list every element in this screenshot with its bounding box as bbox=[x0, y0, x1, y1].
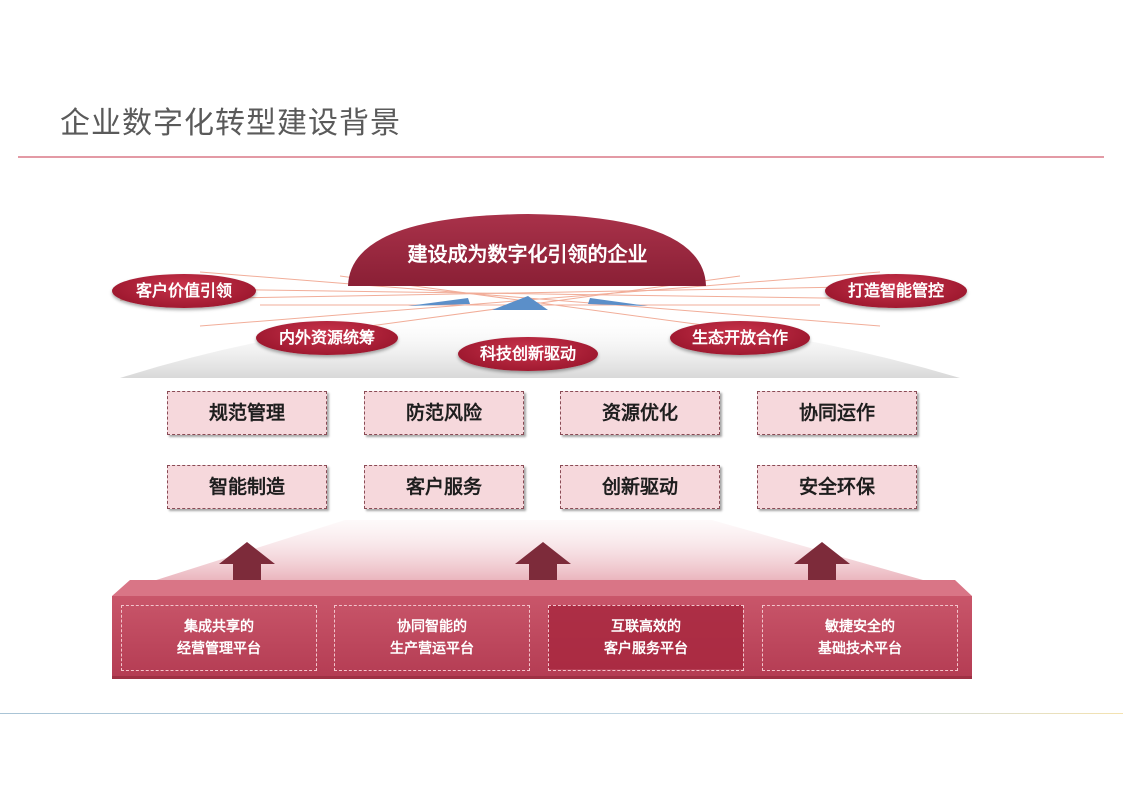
footer-divider bbox=[0, 713, 1123, 714]
page-title: 企业数字化转型建设背景 bbox=[60, 106, 401, 141]
base-shadow bbox=[112, 676, 972, 679]
platform-production: 协同智能的 生产营运平台 bbox=[334, 605, 530, 671]
goal-label: 建设成为数字化引领的企业 bbox=[407, 242, 648, 266]
platform-line2: 基础技术平台 bbox=[818, 641, 902, 657]
platform-technology: 敏捷安全的 基础技术平台 bbox=[762, 605, 958, 671]
capability-box: 规范管理 bbox=[167, 391, 327, 435]
ray-lines bbox=[119, 271, 961, 331]
capability-box: 资源优化 bbox=[560, 391, 720, 435]
platform-management: 集成共享的 经营管理平台 bbox=[121, 605, 317, 671]
platform-line2: 生产营运平台 bbox=[390, 641, 474, 657]
platform-customer-service: 互联高效的 客户服务平台 bbox=[548, 605, 744, 671]
principle-open-ecosystem: 生态开放合作 bbox=[670, 321, 810, 355]
base-front bbox=[112, 596, 972, 678]
blue-arrows bbox=[408, 296, 648, 310]
platform-line2: 经营管理平台 bbox=[177, 641, 261, 657]
goal-dome bbox=[348, 214, 706, 286]
capability-box: 协同运作 bbox=[757, 391, 917, 435]
platform-line1: 敏捷安全的 bbox=[825, 619, 895, 635]
principle-resource-coordination: 内外资源统筹 bbox=[256, 321, 398, 355]
platform-line2: 客户服务平台 bbox=[604, 641, 688, 657]
platform-line1: 互联高效的 bbox=[611, 619, 681, 635]
principle-customer-value: 客户价值引领 bbox=[112, 274, 256, 308]
capability-box: 安全环保 bbox=[757, 465, 917, 509]
principle-tech-innovation: 科技创新驱动 bbox=[458, 337, 598, 371]
title-divider bbox=[18, 156, 1104, 158]
capability-box: 智能制造 bbox=[167, 465, 327, 509]
platform-line1: 集成共享的 bbox=[184, 619, 254, 635]
base-top bbox=[112, 580, 972, 596]
principle-intelligent-control: 打造智能管控 bbox=[825, 274, 967, 308]
capability-box: 客户服务 bbox=[364, 465, 524, 509]
capability-box: 创新驱动 bbox=[560, 465, 720, 509]
platform-highlight bbox=[548, 605, 743, 669]
platform-line1: 协同智能的 bbox=[397, 619, 467, 635]
capability-box: 防范风险 bbox=[364, 391, 524, 435]
